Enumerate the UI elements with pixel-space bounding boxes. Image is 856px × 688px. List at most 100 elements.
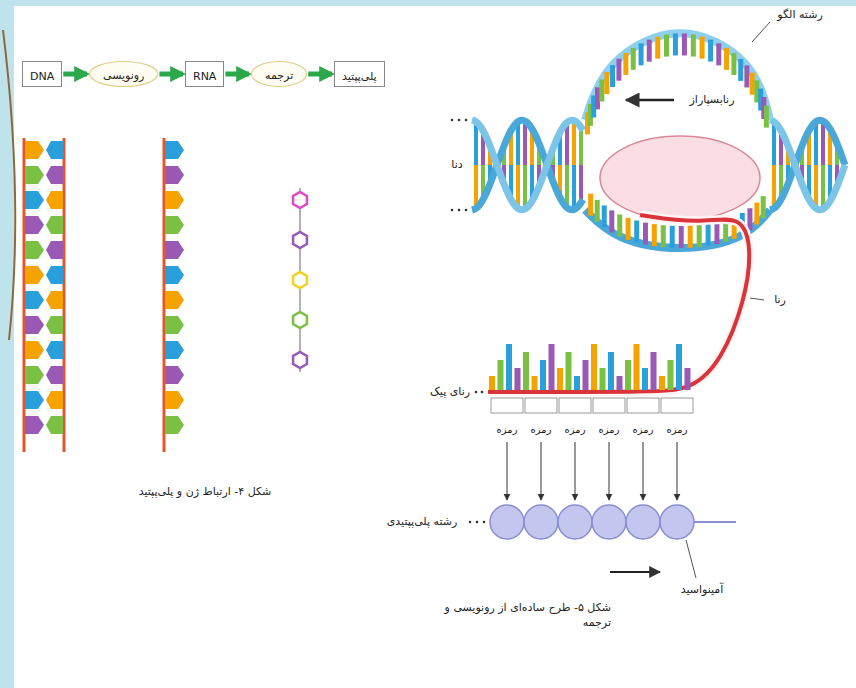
amino-acid-symbol — [293, 352, 307, 368]
base-symbol — [46, 216, 63, 234]
rna-base — [583, 360, 589, 390]
base-pair — [691, 35, 696, 57]
base-pair — [731, 53, 736, 75]
part-label: رنابسپاراز — [688, 93, 737, 106]
codon-label: رمزه — [495, 424, 520, 436]
continuation-dot — [465, 209, 468, 212]
continuation-dot — [458, 209, 461, 212]
base-symbol — [46, 141, 63, 159]
part-label: رشته الگو — [775, 8, 824, 21]
base-pair — [821, 165, 825, 209]
base-symbol — [25, 241, 44, 259]
rna-base — [676, 344, 682, 390]
base-pair — [639, 43, 644, 65]
base-pair — [626, 218, 631, 240]
rna-base — [574, 376, 580, 390]
base-symbol — [46, 316, 63, 334]
base-symbol — [165, 191, 184, 209]
base-pair — [673, 33, 678, 55]
base-pair — [579, 165, 583, 203]
base-symbol — [165, 391, 184, 409]
base-pair — [523, 165, 527, 209]
base-symbol — [25, 341, 44, 359]
rna-base — [566, 352, 572, 390]
base-pair — [634, 221, 639, 243]
codon-label: رمزه — [529, 424, 554, 436]
border-arc — [3, 30, 15, 340]
rna-base — [540, 360, 546, 390]
base-pair — [604, 72, 609, 94]
base-symbol — [46, 266, 63, 284]
codon-arrow — [506, 442, 507, 500]
codon-label: رمزه — [597, 424, 622, 436]
base-symbol — [46, 191, 63, 209]
rna-polymerase — [600, 136, 760, 220]
base-pair — [724, 48, 729, 70]
node-text: پلی‌پپتید — [342, 70, 377, 83]
base-pair — [697, 225, 702, 247]
codon-arrow — [540, 442, 541, 500]
base-pair — [688, 226, 693, 248]
process-ellipse: ترجمه — [251, 61, 307, 87]
base-symbol — [25, 141, 44, 159]
rna-strand — [488, 215, 749, 392]
continuation-dot — [451, 119, 454, 122]
amino-acid-bead — [490, 505, 524, 539]
rna-base — [642, 368, 648, 390]
base-symbol — [46, 241, 63, 259]
base-symbol — [165, 416, 184, 434]
part-label: رشته پلی‌پپتیدی — [385, 515, 460, 528]
codon-box — [627, 398, 659, 413]
rna-base — [489, 376, 495, 390]
codon-box — [559, 398, 591, 413]
base-pair — [708, 40, 713, 62]
continuation-dot — [476, 521, 479, 524]
base-symbol — [25, 266, 44, 284]
base-symbol — [46, 416, 63, 434]
base-pair — [661, 225, 666, 247]
amino-acid-bead — [592, 505, 626, 539]
base-symbol — [165, 341, 184, 359]
base-symbol — [165, 366, 184, 384]
base-symbol — [165, 316, 184, 334]
base-symbol — [46, 291, 63, 309]
part-label: رنا — [772, 293, 788, 306]
amino-acid-symbol — [293, 312, 307, 328]
rna-base — [625, 360, 631, 390]
amino-acid-bead — [626, 505, 660, 539]
node-text: DNA — [30, 70, 54, 83]
base-pair — [623, 53, 628, 75]
codon-arrow — [574, 442, 575, 500]
direction-arrow — [626, 99, 674, 102]
rna-base — [608, 352, 614, 390]
dna-strand — [770, 120, 845, 210]
continuation-dot — [481, 391, 484, 394]
leader-line — [686, 540, 696, 578]
base-pair — [595, 200, 600, 222]
codon-label: رمزه — [631, 424, 656, 436]
direction-arrow — [610, 571, 660, 573]
base-pair — [572, 165, 576, 210]
base-pair — [523, 121, 527, 165]
codon-arrow — [676, 442, 677, 500]
rna-base — [600, 368, 606, 390]
part-label: رنای پیک — [428, 385, 472, 398]
base-pair — [616, 59, 621, 81]
continuation-dot — [483, 521, 486, 524]
dna-strand — [770, 120, 845, 210]
amino-acid-bead — [558, 505, 592, 539]
rna-base — [617, 376, 623, 390]
base-symbol — [25, 291, 44, 309]
base-pair — [679, 226, 684, 248]
base-pair — [747, 208, 752, 230]
base-pair — [664, 35, 669, 57]
rna-base — [506, 344, 512, 390]
continuation-dot — [475, 391, 478, 394]
dna-strand — [472, 120, 583, 210]
rna-base — [523, 352, 529, 390]
rna-strand — [488, 215, 749, 392]
base-symbol — [165, 216, 184, 234]
base-pair — [738, 59, 743, 81]
base-pair — [610, 65, 615, 87]
